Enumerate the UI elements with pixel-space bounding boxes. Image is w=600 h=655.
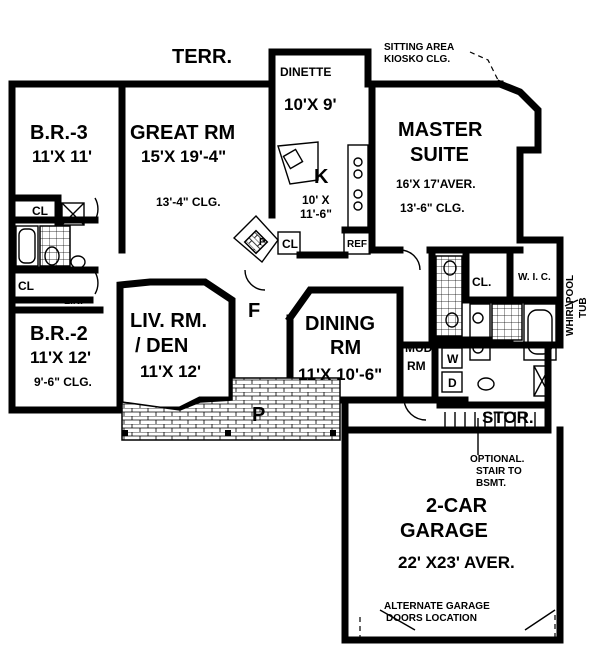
label-dining-1: DINING xyxy=(305,313,375,335)
label-liv-size: 11'X 12' xyxy=(140,362,201,381)
label-lin: LIN. xyxy=(64,296,83,307)
label-kitchen-size-1: 10' X xyxy=(302,193,330,207)
label-br2: B.R.-2 xyxy=(30,323,88,345)
label-whirlpool-1: WHIRLPOOL xyxy=(565,275,576,336)
label-master-clg: 13'-6" CLG. xyxy=(400,201,465,215)
label-br3-size: 11'X 11' xyxy=(32,147,92,166)
label-br3: B.R.-3 xyxy=(30,122,88,144)
label-alt-2: DOORS LOCATION xyxy=(386,613,477,624)
label-cl-hall: CL xyxy=(18,279,34,293)
label-ref: REF xyxy=(347,239,367,250)
label-cl-fireplace: CL xyxy=(282,237,298,251)
label-terr: TERR. xyxy=(172,46,232,68)
exterior-walls xyxy=(8,48,564,644)
label-dining-2: RM xyxy=(330,337,361,359)
label-stair-3: BSMT. xyxy=(476,478,506,489)
label-master-1: MASTER xyxy=(398,119,483,141)
label-fireplace-p: P xyxy=(259,237,266,248)
label-alt-1: ALTERNATE GARAGE xyxy=(384,601,490,612)
label-garage-1: 2-CAR xyxy=(426,495,488,517)
fixtures xyxy=(15,141,557,430)
label-great-rm: GREAT RM xyxy=(130,122,235,144)
label-cl-master: CL. xyxy=(472,275,491,289)
label-master-size: 16'X 17'AVER. xyxy=(396,177,476,191)
label-dining-size: 11'X 10'-6" xyxy=(298,365,382,384)
guide-lines xyxy=(94,51,579,640)
label-kitchen-size-2: 11'-6" xyxy=(300,207,332,221)
label-garage-2: GARAGE xyxy=(400,520,488,542)
label-great-clg: 13'-4" CLG. xyxy=(156,195,221,209)
label-stair-1: OPTIONAL. xyxy=(470,454,525,465)
label-sitting-area-1: SITTING AREA xyxy=(384,42,454,53)
label-washer: W xyxy=(447,352,459,366)
label-dinette-size: 10'X 9' xyxy=(284,95,337,114)
label-stair-2: STAIR TO xyxy=(476,466,522,477)
label-liv-2: / DEN xyxy=(135,335,188,357)
label-stor: STOR. xyxy=(482,408,534,427)
label-dryer: D xyxy=(448,376,457,390)
label-great-size: 15'X 19'-4" xyxy=(141,147,226,166)
label-br2-clg: 9'-6" CLG. xyxy=(34,375,92,389)
label-mud-2: RM xyxy=(407,359,426,373)
label-sitting-area-2: KIOSKO CLG. xyxy=(384,54,450,65)
label-kitchen: K xyxy=(314,166,329,188)
label-dinette: DINETTE xyxy=(280,65,331,79)
label-whirlpool-2: TUB xyxy=(578,297,589,318)
label-master-2: SUITE xyxy=(410,144,469,166)
label-liv-1: LIV. RM. xyxy=(130,310,207,332)
label-foyer: F xyxy=(248,300,260,322)
label-cl-br3: CL xyxy=(32,204,48,218)
label-garage-size: 22' X23' AVER. xyxy=(398,553,515,572)
label-br2-size: 11'X 12' xyxy=(30,348,91,367)
room-labels: TERR. DINETTE 10'X 9' SITTING AREA KIOSK… xyxy=(18,42,589,624)
patio xyxy=(121,377,341,441)
label-mud-1: MUD xyxy=(405,341,433,355)
label-wic: W. I. C. xyxy=(518,272,551,283)
label-patio: P xyxy=(252,404,265,426)
